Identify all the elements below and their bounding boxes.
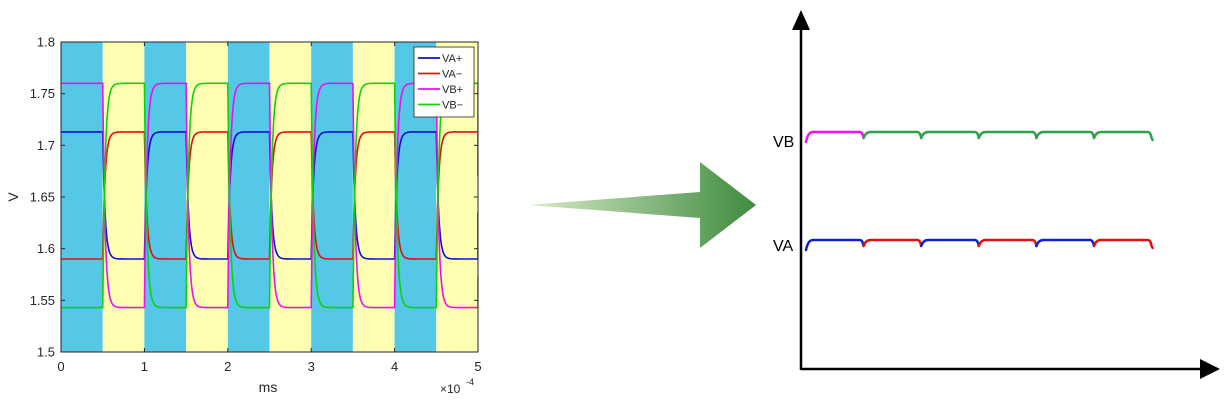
series-line — [61, 82, 478, 309]
x-tick-label: 5 — [474, 359, 481, 374]
y-tick-label: 1.8 — [37, 35, 55, 50]
y-axis-label: V — [5, 192, 21, 202]
legend-label: VA− — [442, 69, 462, 81]
x-axis-ticks: 0 1 2 3 4 5 — [57, 42, 482, 374]
x-exponent-base: ×10 — [440, 382, 461, 396]
y-tick-label: 1.65 — [30, 190, 55, 205]
schematic-trace-segment — [1092, 238, 1154, 250]
schematic-trace-segment — [804, 130, 865, 144]
y-tick-label: 1.5 — [37, 345, 55, 360]
schematic-traces — [804, 130, 1154, 252]
background-band — [352, 42, 395, 352]
legend: VA+ VA− VB+ VB− — [413, 46, 475, 118]
y-axis-ticks: 1.5 1.55 1.6 1.65 1.7 1.75 1.8 — [30, 35, 478, 360]
legend-label: VA+ — [442, 53, 462, 65]
background-band — [227, 42, 270, 352]
background-band — [102, 42, 145, 352]
x-axis-label: ms — [259, 379, 278, 395]
right-schematic: VB VA — [773, 10, 1220, 379]
x-tick-label: 1 — [141, 359, 148, 374]
background-band — [311, 42, 353, 352]
left-chart: 0 1 2 3 4 5 1.5 1.55 1.6 1.65 1.7 1.75 1.8 ms V ×10… — [5, 35, 482, 397]
label-va: VA — [773, 238, 793, 255]
y-tick-label: 1.75 — [30, 86, 55, 101]
schematic-trace-segment — [919, 130, 981, 140]
series-group — [61, 82, 478, 309]
x-exponent-power: -4 — [466, 377, 474, 387]
x-tick-label: 4 — [391, 359, 398, 374]
x-exponent-label: ×10 -4 — [440, 377, 474, 396]
schematic-trace-segment — [1035, 130, 1096, 140]
background-band — [61, 42, 103, 352]
y-tick-label: 1.6 — [37, 241, 55, 256]
background-band — [186, 42, 228, 352]
legend-label: VB− — [442, 100, 463, 112]
schematic-trace-segment — [862, 130, 923, 140]
x-tick-label: 0 — [57, 359, 64, 374]
label-vb: VB — [773, 134, 794, 151]
schematic-trace-segment — [804, 238, 865, 252]
schematic-x-arrowhead — [1200, 359, 1220, 379]
schematic-trace-segment — [1035, 238, 1096, 248]
background-band — [144, 42, 187, 352]
schematic-trace-segment — [862, 238, 923, 248]
x-tick-label: 3 — [308, 359, 315, 374]
series-line — [61, 82, 478, 309]
schematic-trace-segment — [1092, 130, 1154, 142]
schematic-trace-segment — [977, 238, 1038, 248]
schematic-trace-segment — [919, 238, 981, 248]
background-band — [269, 42, 312, 352]
x-tick-label: 2 — [224, 359, 231, 374]
y-tick-label: 1.55 — [30, 293, 55, 308]
background-bands — [61, 42, 478, 352]
schematic-trace-segment — [977, 130, 1038, 140]
schematic-y-arrowhead — [792, 10, 810, 30]
legend-label: VB+ — [442, 84, 463, 96]
transition-arrow — [528, 162, 756, 248]
y-tick-label: 1.7 — [37, 138, 55, 153]
